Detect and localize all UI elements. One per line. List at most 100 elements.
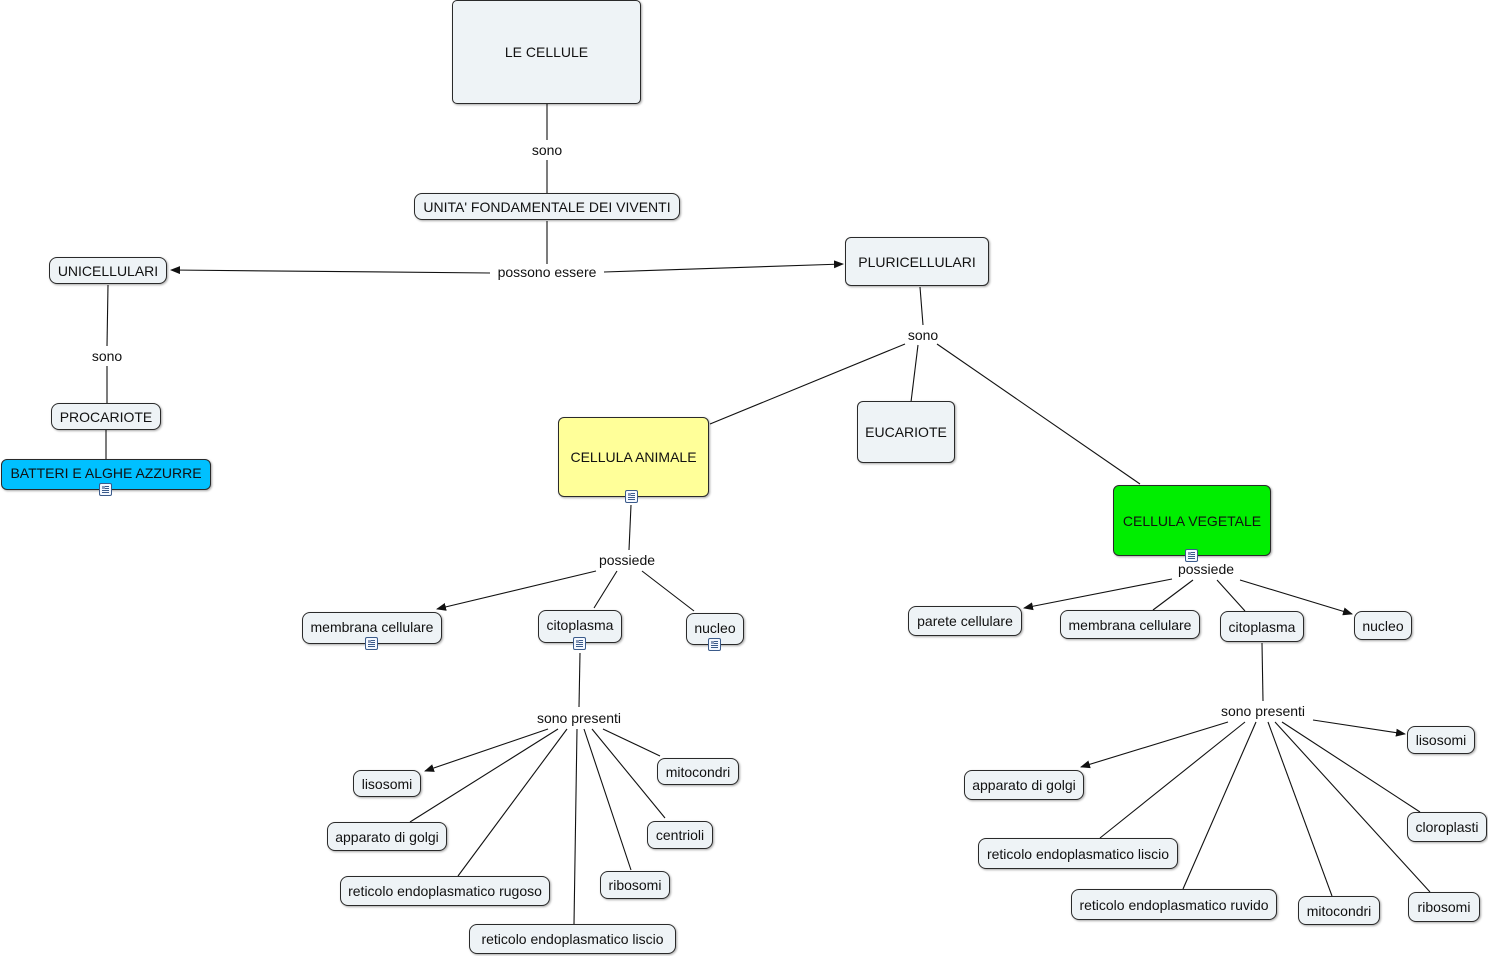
concept-label: EUCARIOTE [865, 424, 947, 440]
concept-label: CELLULA VEGETALE [1122, 512, 1262, 529]
concept-label: ribosomi [1417, 899, 1471, 915]
concept-vegetale-apparato-di-golgi[interactable]: apparato di golgi [964, 770, 1084, 800]
link-line [1099, 721, 1246, 839]
link-line [1182, 721, 1257, 890]
link-line [936, 343, 1141, 485]
concept-animale-citoplasma[interactable]: citoplasma [538, 610, 622, 643]
concept-vegetale-reticolo-ruvido[interactable]: reticolo endoplasmatico ruvido [1071, 889, 1277, 920]
concept-unicellulari[interactable]: UNICELLULARI [49, 257, 167, 284]
link-line [1281, 721, 1421, 813]
concept-label: reticolo endoplasmatico liscio [986, 845, 1170, 862]
link-line [578, 652, 581, 708]
concept-vegetale-membrana-cellulare[interactable]: membrana cellulare [1060, 610, 1200, 639]
document-icon[interactable] [99, 483, 112, 496]
concept-label: lisosomi [361, 775, 413, 792]
concept-animale-apparato-di-golgi[interactable]: apparato di golgi [327, 822, 447, 851]
link-line [603, 260, 844, 273]
link-phrase-sono[interactable]: sono [528, 142, 566, 158]
link-phrase-sono-presenti[interactable]: sono presenti [533, 710, 625, 726]
concept-animale-reticolo-liscio[interactable]: reticolo endoplasmatico liscio [469, 924, 676, 954]
concept-vegetale-reticolo-liscio[interactable]: reticolo endoplasmatico liscio [978, 838, 1178, 869]
concept-cellula-animale[interactable]: CELLULA ANIMALE [558, 417, 709, 497]
concept-label: ribosomi [608, 877, 662, 893]
concept-label: nucleo [1362, 617, 1404, 634]
link-line [910, 344, 919, 403]
concept-animale-lisosomi[interactable]: lisosomi [353, 770, 421, 797]
document-icon[interactable] [1185, 549, 1198, 562]
link-line [1152, 579, 1194, 611]
concept-label: reticolo endoplasmatico liscio [481, 931, 664, 947]
concept-label: LE CELLULE [504, 44, 589, 60]
concept-label: apparato di golgi [335, 828, 439, 845]
link-phrase-possono-essere[interactable]: possono essere [494, 264, 600, 280]
concept-animale-reticolo-rugoso[interactable]: reticolo endoplasmatico rugoso [340, 876, 550, 906]
concept-vegetale-parete-cellulare[interactable]: parete cellulare [908, 606, 1022, 636]
concept-procariote[interactable]: PROCARIOTE [51, 403, 161, 430]
concept-label: reticolo endoplasmatico rugoso [348, 883, 542, 899]
document-icon[interactable] [708, 638, 721, 651]
document-icon[interactable] [573, 637, 586, 650]
concept-vegetale-cloroplasti[interactable]: cloroplasti [1407, 812, 1487, 842]
link-line [1216, 579, 1246, 612]
concept-label: cloroplasti [1415, 819, 1479, 835]
concept-label: UNICELLULARI [57, 262, 159, 279]
concept-label: citoplasma [546, 617, 614, 633]
concept-vegetale-ribosomi[interactable]: ribosomi [1408, 892, 1480, 922]
concept-unita-fondamentale[interactable]: UNITA' FONDAMENTALE DEI VIVENTI [414, 193, 680, 220]
link-line [641, 570, 695, 612]
concept-label: reticolo endoplasmatico ruvido [1079, 896, 1269, 913]
link-line [1023, 578, 1173, 611]
link-line [1261, 642, 1264, 702]
link-phrase-possiede[interactable]: possiede [595, 552, 659, 568]
link-phrase-sono[interactable]: sono [88, 348, 126, 364]
link-phrase-sono[interactable]: sono [904, 327, 942, 343]
concept-pluricellulari[interactable]: PLURICELLULARI [845, 237, 989, 286]
concept-label: PLURICELLULARI [858, 253, 976, 270]
link-line [583, 728, 632, 871]
concept-label: membrana cellulare [310, 619, 434, 635]
concept-animale-centrioli[interactable]: centrioli [647, 821, 713, 849]
concept-eucariote[interactable]: EUCARIOTE [857, 401, 955, 463]
link-line [709, 343, 906, 425]
link-line [1239, 579, 1353, 616]
concept-label: mitocondri [1306, 902, 1372, 919]
link-phrase-sono-presenti[interactable]: sono presenti [1217, 703, 1309, 719]
document-icon[interactable] [365, 637, 378, 650]
concept-label: BATTERI E ALGHE AZZURRE [10, 465, 202, 481]
link-line [573, 728, 578, 925]
concept-animale-mitocondri[interactable]: mitocondri [657, 758, 739, 785]
link-line [919, 286, 924, 326]
link-line [1267, 721, 1333, 897]
link-line [424, 728, 549, 772]
concept-label: citoplasma [1228, 618, 1296, 635]
link-line [593, 570, 618, 609]
concept-label: nucleo [694, 620, 736, 636]
link-line [1312, 719, 1406, 737]
concept-animale-ribosomi[interactable]: ribosomi [600, 871, 670, 899]
link-line [436, 570, 597, 611]
concept-label: parete cellulare [917, 613, 1013, 629]
concept-vegetale-mitocondri[interactable]: mitocondri [1298, 896, 1380, 925]
concept-vegetale-citoplasma[interactable]: citoplasma [1220, 611, 1304, 642]
link-line [170, 266, 491, 275]
concept-cellula-vegetale[interactable]: CELLULA VEGETALE [1113, 485, 1271, 556]
link-line [1274, 721, 1431, 893]
concept-vegetale-nucleo[interactable]: nucleo [1354, 611, 1412, 640]
document-icon[interactable] [625, 490, 638, 503]
link-line [628, 504, 632, 551]
link-line [409, 728, 559, 823]
concept-animale-membrana-cellulare[interactable]: membrana cellulare [302, 612, 442, 644]
concept-vegetale-lisosomi[interactable]: lisosomi [1407, 726, 1475, 754]
concept-le-cellule[interactable]: LE CELLULE [452, 0, 641, 104]
link-line [457, 728, 568, 877]
concept-label: UNITA' FONDAMENTALE DEI VIVENTI [423, 198, 671, 215]
concept-animale-nucleo[interactable]: nucleo [686, 613, 744, 645]
link-line [602, 728, 661, 757]
concept-label: PROCARIOTE [59, 408, 153, 425]
link-line [106, 284, 109, 347]
link-phrase-possiede[interactable]: possiede [1174, 561, 1238, 577]
link-line [1080, 721, 1229, 769]
concept-label: centrioli [655, 827, 705, 843]
concept-label: mitocondri [665, 763, 731, 780]
